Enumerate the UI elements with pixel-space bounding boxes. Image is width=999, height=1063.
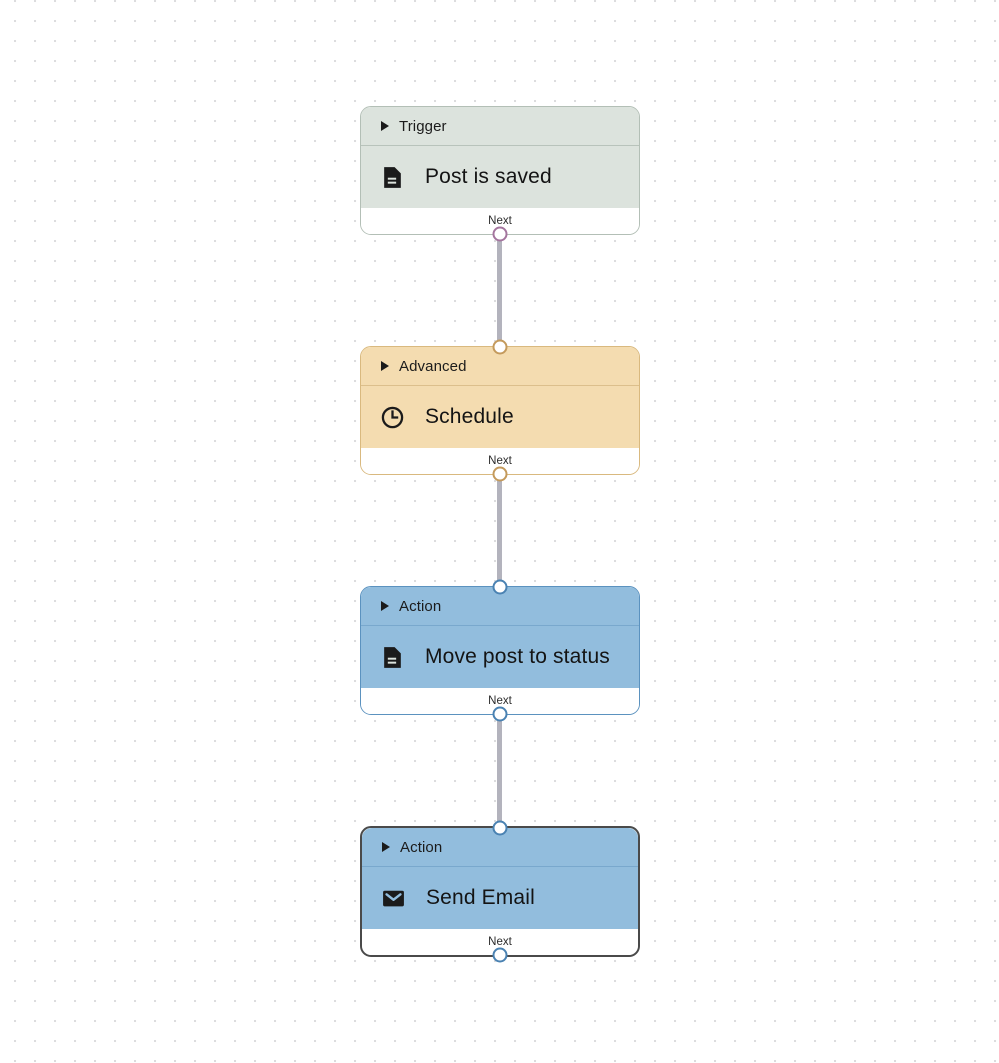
- node-body[interactable]: Schedule: [361, 386, 639, 448]
- node-title: Schedule: [425, 405, 514, 428]
- connector-edge[interactable]: [497, 715, 502, 825]
- node-category-label: Action: [399, 597, 442, 615]
- node-category-label: Advanced: [399, 357, 467, 375]
- node-output-port-next[interactable]: [492, 947, 508, 963]
- connector-edge[interactable]: [497, 235, 502, 345]
- node-divider: [362, 866, 638, 867]
- node-category-label: Action: [400, 838, 443, 856]
- chevron-right-icon[interactable]: [382, 842, 390, 852]
- node-body[interactable]: Move post to status: [361, 626, 639, 688]
- document-icon: [379, 644, 405, 670]
- node-output-port-next[interactable]: [492, 226, 508, 242]
- node-divider: [361, 625, 639, 626]
- node-title: Send Email: [426, 886, 535, 909]
- envelope-icon: [380, 885, 406, 911]
- node-divider: [361, 145, 639, 146]
- connector-edge[interactable]: [497, 475, 502, 585]
- clock-icon: [379, 404, 405, 430]
- next-label: Next: [488, 455, 512, 467]
- document-icon: [379, 164, 405, 190]
- node-input-port[interactable]: [492, 579, 508, 595]
- node-title: Post is saved: [425, 165, 552, 188]
- node-divider: [361, 385, 639, 386]
- chevron-right-icon[interactable]: [381, 601, 389, 611]
- node-header[interactable]: Trigger: [361, 107, 639, 145]
- chevron-right-icon[interactable]: [381, 361, 389, 371]
- next-label: Next: [488, 215, 512, 227]
- chevron-right-icon[interactable]: [381, 121, 389, 131]
- node-body[interactable]: Send Email: [362, 867, 638, 929]
- next-label: Next: [488, 695, 512, 707]
- next-label: Next: [488, 936, 512, 948]
- node-input-port[interactable]: [492, 339, 508, 355]
- node-output-port-next[interactable]: [492, 466, 508, 482]
- node-title: Move post to status: [425, 645, 610, 668]
- node-category-label: Trigger: [399, 117, 447, 135]
- node-output-port-next[interactable]: [492, 706, 508, 722]
- node-input-port[interactable]: [492, 820, 508, 836]
- node-body[interactable]: Post is saved: [361, 146, 639, 208]
